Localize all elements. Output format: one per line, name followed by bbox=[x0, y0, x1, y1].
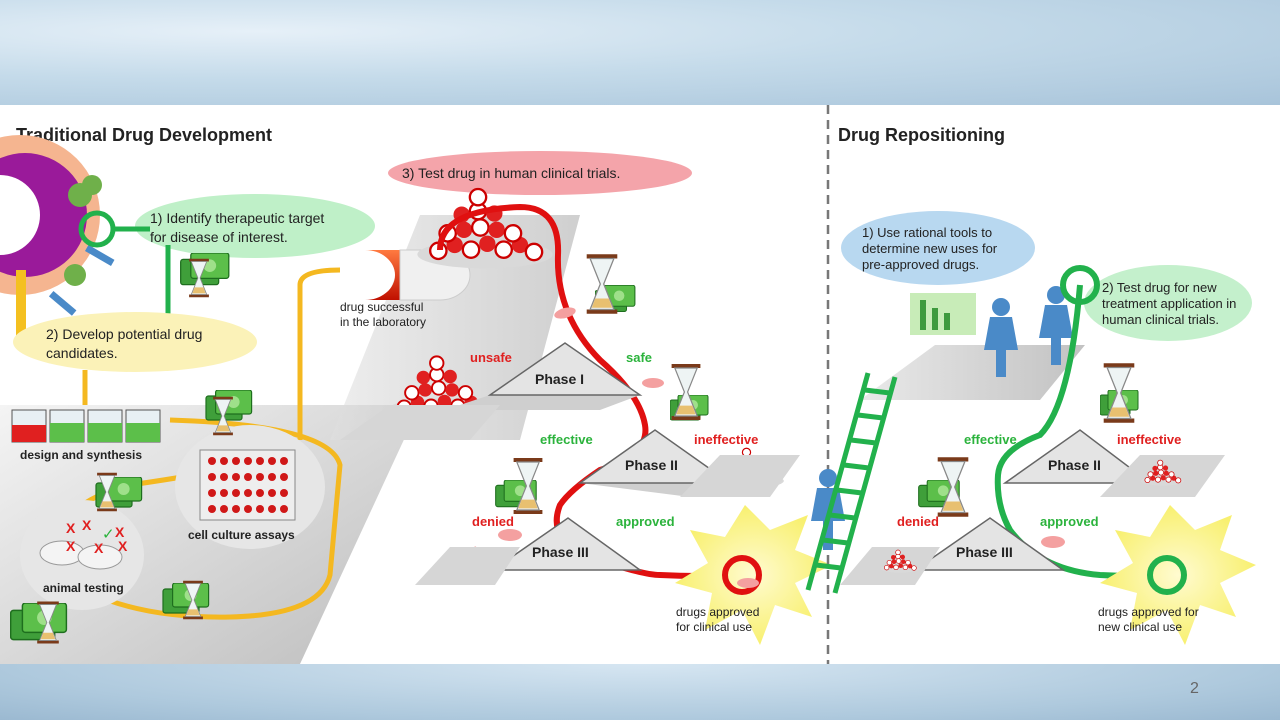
design-label: design and synthesis bbox=[20, 448, 142, 462]
mice: X X X X X X ✓ bbox=[39, 517, 128, 570]
slide-number: 2 bbox=[1190, 680, 1199, 697]
repo-ineffective-label: ineffective bbox=[1117, 432, 1181, 447]
approved-burst bbox=[675, 505, 832, 645]
step2-text: 2) Develop potential drug bbox=[46, 326, 202, 342]
green-path bbox=[994, 284, 1161, 579]
repo-phase3-label: Phase III bbox=[956, 544, 1013, 560]
svg-text:X: X bbox=[82, 517, 92, 533]
culture-plates bbox=[199, 449, 296, 521]
approved-drugs-label: drugs approved bbox=[676, 605, 759, 619]
repo-approved-circle bbox=[1147, 555, 1187, 595]
repo-approved-drugs-label-2: new clinical use bbox=[1098, 620, 1182, 634]
safe-label: safe bbox=[626, 350, 652, 365]
step1-bubble bbox=[135, 194, 375, 258]
denied-label: denied bbox=[472, 514, 514, 529]
success-label: drug successful bbox=[340, 300, 423, 314]
diagram-panel: Traditional Drug Development 1) Identify… bbox=[0, 105, 1280, 664]
repo-platform bbox=[860, 345, 1085, 400]
background-bottom bbox=[0, 664, 1280, 720]
phase2-triangle bbox=[577, 429, 733, 484]
drug-development-diagram: Traditional Drug Development 1) Identify… bbox=[0, 105, 1256, 664]
step3-text: 3) Test drug in human clinical trials. bbox=[402, 165, 620, 181]
success-label-2: in the laboratory bbox=[340, 315, 426, 329]
phase1-label: Phase I bbox=[535, 371, 584, 387]
repo-step1-text: 1) Use rational tools to bbox=[862, 225, 992, 240]
approved-label: approved bbox=[616, 514, 675, 529]
cell-culture-label: cell culture assays bbox=[188, 528, 295, 542]
repositioning-title: Drug Repositioning bbox=[838, 125, 1005, 145]
ineffective-label: ineffective bbox=[694, 432, 758, 447]
svg-text:X: X bbox=[66, 538, 76, 554]
beakers bbox=[11, 409, 161, 443]
svg-text:X: X bbox=[94, 540, 104, 556]
step2-bubble bbox=[13, 312, 257, 372]
repo-phase2-triangle bbox=[1002, 429, 1153, 484]
chart-icon bbox=[910, 293, 976, 335]
ladder-icon bbox=[805, 372, 898, 594]
phase2-label: Phase II bbox=[625, 457, 678, 473]
repo-step1-text-3: pre-approved drugs. bbox=[862, 257, 979, 272]
step3-bubble bbox=[388, 151, 692, 195]
svg-text:X: X bbox=[115, 524, 125, 540]
svg-text:X: X bbox=[118, 538, 128, 554]
repo-approved-drugs-label: drugs approved for bbox=[1098, 605, 1199, 619]
repo-effective-label: effective bbox=[964, 432, 1017, 447]
approved-drugs-label-2: for clinical use bbox=[676, 620, 752, 634]
repo-step2-text-2: treatment application in bbox=[1102, 296, 1236, 311]
step1-text-2: for disease of interest. bbox=[150, 229, 288, 245]
phase3-label: Phase III bbox=[532, 544, 589, 560]
unsafe-label: unsafe bbox=[470, 350, 512, 365]
repo-approved-label: approved bbox=[1040, 514, 1099, 529]
background-top bbox=[0, 0, 1280, 105]
animal-testing-label: animal testing bbox=[43, 581, 124, 595]
effective-label: effective bbox=[540, 432, 593, 447]
phase1-triangle bbox=[487, 342, 643, 396]
repo-phase2-label: Phase II bbox=[1048, 457, 1101, 473]
cell-illustration bbox=[0, 135, 115, 340]
repo-phase3-triangle bbox=[912, 517, 1066, 571]
svg-text:✓: ✓ bbox=[102, 526, 115, 543]
repo-denied-label: denied bbox=[897, 514, 939, 529]
traditional-title: Traditional Drug Development bbox=[16, 125, 272, 145]
repo-step2-bubble bbox=[1084, 265, 1252, 341]
repo-approved-burst bbox=[1100, 505, 1256, 645]
repo-start-circle bbox=[1060, 265, 1100, 305]
svg-text:X: X bbox=[66, 520, 76, 536]
phase3-triangle bbox=[490, 517, 643, 571]
step1-text: 1) Identify therapeutic target bbox=[150, 210, 324, 226]
step2-text-2: candidates. bbox=[46, 345, 118, 361]
repo-step1-text-2: determine new uses for bbox=[862, 241, 998, 256]
repo-step2-text-3: human clinical trials. bbox=[1102, 312, 1219, 327]
repo-step1-bubble bbox=[841, 211, 1035, 285]
repo-step2-text: 2) Test drug for new bbox=[1102, 280, 1217, 295]
